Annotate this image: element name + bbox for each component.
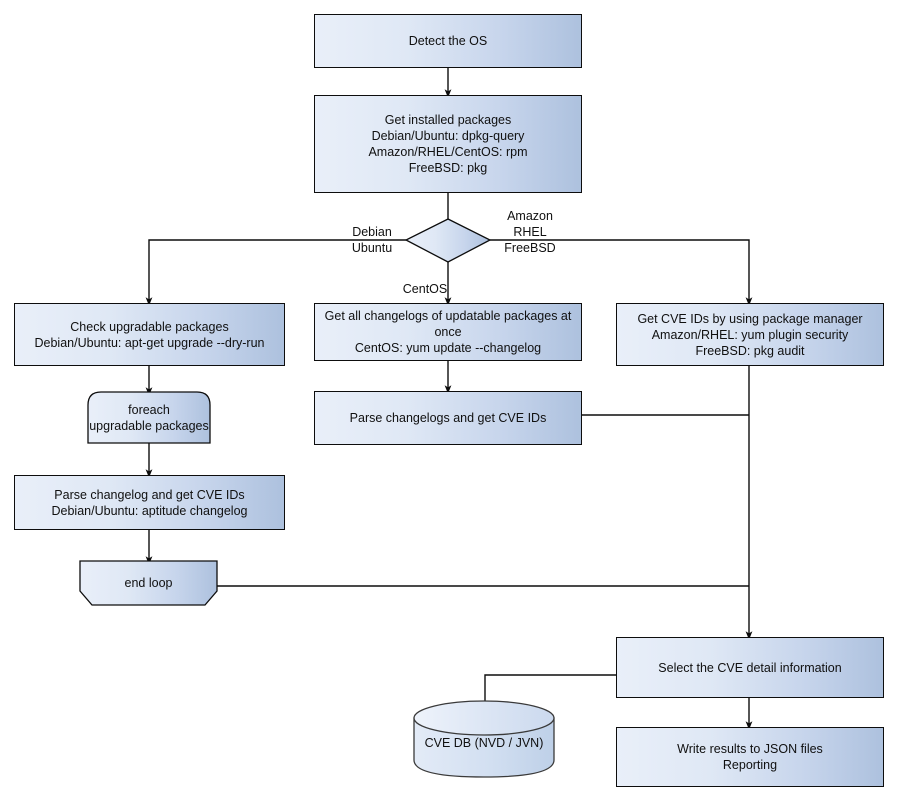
node-label: Check upgradable packages Debian/Ubuntu:… — [34, 319, 265, 350]
node-label: Write results to JSON files Reporting — [677, 742, 823, 772]
node-label: Parse changelog and get CVE IDs Debian/U… — [51, 487, 248, 518]
node-label: Get all changelogs of updatable packages… — [324, 309, 572, 355]
node-check-upgradable-packages[interactable]: Check upgradable packages Debian/Ubuntu:… — [14, 303, 285, 366]
node-foreach-loop-start[interactable]: foreach upgradable packages — [88, 392, 210, 443]
node-label: Parse changelogs and get CVE IDs — [349, 411, 547, 425]
node-parse-changelogs-get-cve-ids[interactable]: Parse changelogs and get CVE IDs — [314, 391, 582, 445]
node-get-all-changelogs[interactable]: Get all changelogs of updatable packages… — [314, 303, 582, 361]
node-label: Detect the OS — [408, 34, 488, 48]
node-get-cve-ids-package-manager[interactable]: Get CVE IDs by using package manager Ama… — [616, 303, 884, 366]
node-cve-database[interactable]: CVE DB (NVD / JVN) — [414, 723, 554, 763]
node-label: Get CVE IDs by using package manager Ama… — [637, 311, 863, 358]
node-label: Select the CVE detail information — [658, 660, 842, 675]
node-write-results-reporting[interactable]: Write results to JSON files Reporting — [616, 727, 884, 787]
edge-label-text: CentOS — [402, 282, 448, 296]
decision-diamond-shape — [404, 218, 492, 263]
edge-label-text: Amazon RHEL FreeBSD — [504, 209, 556, 255]
node-end-loop[interactable]: end loop — [80, 561, 217, 605]
edge-label-debian-ubuntu: Debian Ubuntu — [338, 208, 406, 256]
node-parse-changelog-get-cve-ids[interactable]: Parse changelog and get CVE IDs Debian/U… — [14, 475, 285, 530]
edge-label-amazon-rhel-freebsd: Amazon RHEL FreeBSD — [492, 192, 568, 256]
node-label: CVE DB (NVD / JVN) — [424, 736, 544, 750]
node-label: foreach upgradable packages — [89, 402, 209, 433]
edge-label-text: Debian Ubuntu — [351, 225, 393, 255]
node-select-cve-detail-information[interactable]: Select the CVE detail information — [616, 637, 884, 698]
node-get-installed-packages[interactable]: Get installed packages Debian/Ubuntu: dp… — [314, 95, 582, 193]
edge-label-centos: CentOS — [390, 265, 460, 297]
node-detect-os[interactable]: Detect the OS — [314, 14, 582, 68]
node-label: end loop — [124, 576, 173, 590]
node-label: Get installed packages Debian/Ubuntu: dp… — [368, 113, 528, 175]
